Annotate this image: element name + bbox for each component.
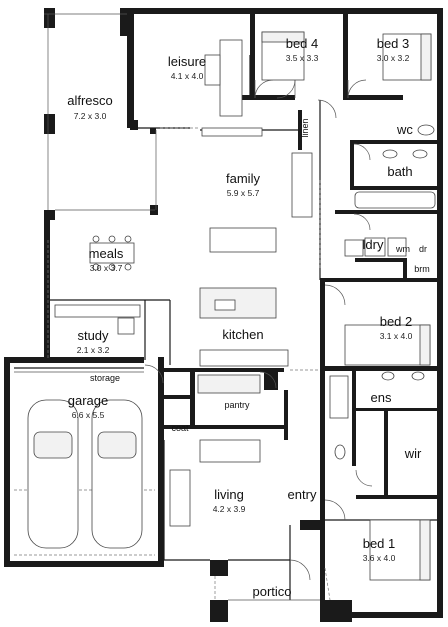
- room-dr-name: dr: [419, 244, 427, 254]
- room-wm-name: wm: [395, 244, 410, 254]
- room-portico-name: portico: [252, 584, 291, 599]
- room-study-size: 2.1 x 3.2: [77, 345, 110, 355]
- room-linen-name: linen: [300, 118, 310, 137]
- room-coat-name: coat: [171, 423, 189, 433]
- room-bed2-size: 3.1 x 4.0: [380, 331, 413, 341]
- room-meals-size: 3.0 x 3.7: [90, 263, 123, 273]
- room-family-name: family: [226, 171, 260, 186]
- partition-lines: [14, 13, 437, 601]
- room-leisure-name: leisure: [168, 54, 206, 69]
- room-bed4-name: bed 4: [286, 36, 319, 51]
- room-ens-name: ens: [371, 390, 392, 405]
- room-bed4-size: 3.5 x 3.3: [286, 53, 319, 63]
- room-kitchen-name: kitchen: [222, 327, 263, 342]
- room-bed1-size: 3.6 x 4.0: [363, 553, 396, 563]
- room-study-name: study: [77, 328, 109, 343]
- room-pantry-name: pantry: [224, 400, 250, 410]
- room-living-size: 4.2 x 3.9: [213, 504, 246, 514]
- room-labels: alfresco 7.2 x 3.0 leisure 4.1 x 4.0 bed…: [67, 36, 430, 599]
- room-family-size: 5.9 x 5.7: [227, 188, 260, 198]
- doors: [144, 79, 373, 581]
- room-bed1-name: bed 1: [363, 536, 396, 551]
- fixtures: [27, 31, 436, 581]
- room-wc-name: wc: [396, 122, 413, 137]
- room-bed3-size: 3.0 x 3.2: [377, 53, 410, 63]
- room-entry-name: entry: [288, 487, 317, 502]
- room-brm-name: brm: [414, 264, 430, 274]
- room-leisure-size: 4.1 x 4.0: [171, 71, 204, 81]
- room-living-name: living: [214, 487, 244, 502]
- room-ldry-name: ldry: [363, 237, 384, 252]
- room-bed2-name: bed 2: [380, 314, 413, 329]
- room-bath-name: bath: [387, 164, 412, 179]
- room-wir-name: wir: [404, 446, 422, 461]
- room-garage-size: 6.6 x 5.5: [72, 410, 105, 420]
- room-alfresco-size: 7.2 x 3.0: [74, 111, 107, 121]
- room-storage-name: storage: [90, 373, 120, 383]
- room-alfresco-name: alfresco: [67, 93, 113, 108]
- room-bed3-name: bed 3: [377, 36, 410, 51]
- room-garage-name: garage: [68, 393, 108, 408]
- room-meals-name: meals: [89, 246, 124, 261]
